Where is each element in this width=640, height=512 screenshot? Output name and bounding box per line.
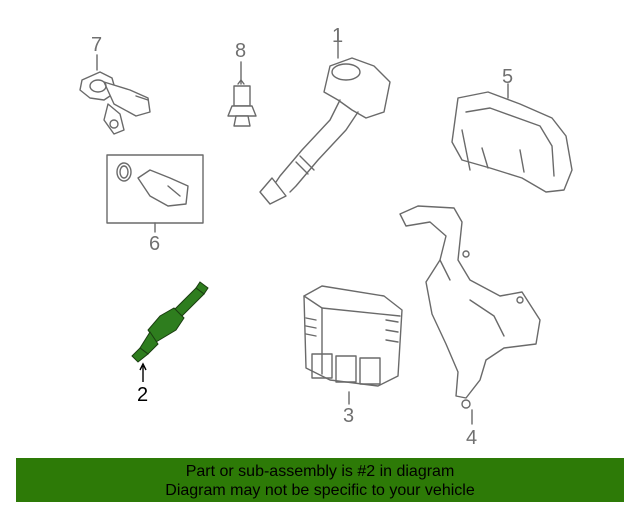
callout-8: 8 xyxy=(235,40,247,62)
info-banner: Part or sub-assembly is #2 in diagram Di… xyxy=(16,458,624,502)
part-2-spark-plug[interactable] xyxy=(131,281,209,363)
callout-6: 6 xyxy=(149,233,161,255)
part-2-leader xyxy=(139,362,147,382)
part-6-box[interactable] xyxy=(106,154,204,233)
part-1-ignition-coil[interactable] xyxy=(259,29,391,205)
banner-line-2: Diagram may not be specific to your vehi… xyxy=(165,482,475,499)
callout-4: 4 xyxy=(466,427,478,449)
callout-7: 7 xyxy=(91,34,103,56)
callout-5: 5 xyxy=(502,66,514,88)
part-4-bracket[interactable] xyxy=(399,205,541,425)
part-8-sensor[interactable] xyxy=(227,61,257,127)
callout-2: 2 xyxy=(137,384,149,406)
callout-3: 3 xyxy=(343,405,355,427)
banner-line-1: Part or sub-assembly is #2 in diagram xyxy=(185,463,455,480)
callout-1: 1 xyxy=(332,25,344,47)
parts-diagram xyxy=(79,29,573,425)
part-3-ecu[interactable] xyxy=(303,285,403,405)
part-5-cover[interactable] xyxy=(451,83,573,193)
part-7-sensor[interactable] xyxy=(79,54,151,135)
